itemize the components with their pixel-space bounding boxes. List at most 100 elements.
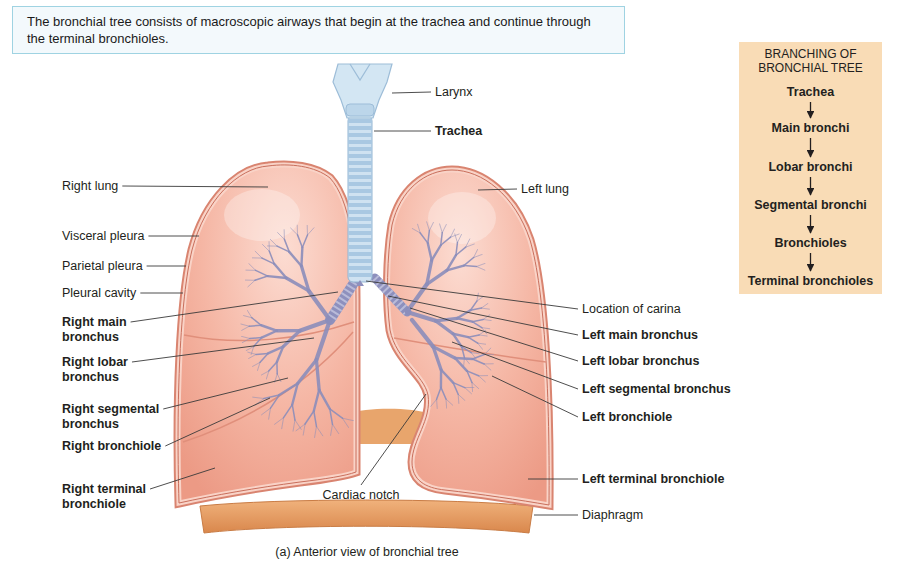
part-label: Cardiac notch bbox=[322, 488, 399, 503]
bronchiole-branch bbox=[472, 355, 484, 359]
branching-panel: BRANCHING OF BRONCHIAL TREE TracheaMain b… bbox=[739, 42, 882, 294]
leader-line bbox=[147, 266, 186, 267]
bronchiole-branch bbox=[242, 339, 250, 343]
bronchiole-branch bbox=[431, 399, 437, 406]
bronchiole-branch bbox=[482, 328, 490, 329]
larynx-illustration bbox=[333, 64, 392, 118]
bronchiole-branch bbox=[436, 399, 438, 408]
left-lung bbox=[388, 170, 550, 505]
bronchiole-branch bbox=[476, 263, 485, 266]
step-text: Lobar bronchi bbox=[739, 159, 882, 175]
bronchiole-branch bbox=[307, 225, 308, 235]
step-text: Main bronchi bbox=[739, 120, 882, 136]
leader-line bbox=[410, 308, 578, 361]
bronchiole-branch bbox=[436, 321, 453, 334]
bronchiole-branch bbox=[330, 409, 333, 424]
lung-fissure bbox=[394, 338, 546, 362]
leader-line bbox=[132, 338, 314, 362]
panel-heading: BRANCHING OF BRONCHIAL TREE bbox=[743, 47, 878, 75]
bronchiole-branch bbox=[253, 397, 264, 398]
part-label: Right lobar bronchus bbox=[62, 355, 142, 385]
part-label: Right main bronchus bbox=[62, 315, 142, 345]
bronchiole-branch bbox=[269, 251, 274, 264]
branch-step: Lobar bronchi bbox=[739, 159, 882, 175]
bronchiole-branch bbox=[457, 234, 461, 242]
bronchiole-branch bbox=[458, 394, 465, 400]
bronchiole-branch bbox=[331, 424, 333, 435]
bronchiole-branch bbox=[481, 303, 488, 308]
lung-highlight bbox=[428, 192, 496, 244]
bronchiole-branch bbox=[284, 230, 285, 240]
bronchiole-branch bbox=[249, 324, 261, 326]
leader-line bbox=[361, 394, 426, 485]
leader-line bbox=[131, 292, 338, 322]
bronchiole-branch bbox=[301, 266, 308, 291]
bronchiole-branch bbox=[269, 408, 271, 419]
bronchiole-branch bbox=[319, 390, 330, 409]
part-label: Pleural cavity bbox=[62, 286, 136, 301]
bronchiole-branch bbox=[437, 387, 441, 399]
part-label: Right segmental bronchus bbox=[62, 402, 174, 432]
bronchiole-branch bbox=[481, 308, 489, 309]
visceral-pleura-outline bbox=[178, 165, 356, 503]
bronchiole-branch bbox=[297, 225, 298, 235]
part-label: Left segmental bronchus bbox=[582, 382, 731, 397]
bronchiole-branch bbox=[468, 337, 477, 343]
bronchiole-branch bbox=[467, 371, 472, 383]
bronchiole-branch bbox=[249, 354, 257, 358]
part-label: Left terminal bronchiole bbox=[582, 472, 724, 487]
part-label: Left main bronchus bbox=[582, 328, 698, 343]
bronchiole-branch bbox=[262, 244, 269, 251]
bronchiole-branch bbox=[309, 291, 330, 320]
bronchiole-branch bbox=[278, 233, 285, 240]
bronchiole-branch bbox=[456, 247, 466, 255]
thyroid-cartilage bbox=[333, 64, 392, 118]
leader-line bbox=[140, 293, 183, 294]
bronchiole-branch bbox=[484, 364, 491, 370]
bronchiole-branch bbox=[261, 371, 269, 375]
bronchiole-branch bbox=[472, 322, 481, 328]
bronchiole-branch bbox=[300, 247, 303, 266]
bronchiole-branch bbox=[305, 411, 314, 424]
bronchiole-branch bbox=[429, 222, 433, 230]
bronchiole-branch bbox=[261, 325, 277, 331]
bronchiole-branch bbox=[476, 267, 484, 271]
bronchiole-branch bbox=[427, 270, 447, 284]
bronchiole-branch bbox=[428, 231, 430, 244]
bronchiole-branch bbox=[307, 228, 313, 235]
bronchiole-branch bbox=[445, 399, 447, 408]
bronchiole-branch bbox=[277, 329, 300, 332]
bronchiole-branch bbox=[267, 245, 277, 246]
bronchiole-branch bbox=[478, 343, 483, 349]
note-box: The bronchial tree consists of macroscop… bbox=[12, 6, 625, 54]
leader-line bbox=[528, 479, 578, 480]
step-text: Bronchioles bbox=[739, 235, 882, 251]
bronchiole-branch bbox=[432, 245, 441, 260]
bronchiole-branch bbox=[412, 320, 433, 347]
bronchiole-branch bbox=[447, 266, 464, 271]
bronchiole-branch bbox=[262, 331, 277, 338]
bronchiole-branch bbox=[478, 343, 486, 344]
bronchiole-branch bbox=[428, 243, 432, 260]
bronchiole-branch bbox=[418, 224, 421, 233]
right-lung bbox=[178, 165, 356, 503]
bronchiole-branch bbox=[471, 353, 479, 354]
bronchiole-branch bbox=[296, 424, 305, 431]
bronchiole-branch bbox=[442, 224, 446, 232]
parietal-pleura-outline bbox=[388, 170, 550, 505]
leader-line bbox=[374, 131, 431, 132]
bronchiole-branch bbox=[298, 360, 317, 384]
branch-step: Trachea bbox=[739, 84, 882, 100]
trachea-tube bbox=[348, 116, 372, 282]
flow-arrow bbox=[810, 253, 811, 271]
bronchiole-branch bbox=[302, 235, 307, 247]
bronchiole-branch bbox=[249, 264, 256, 271]
bronchiole-branch bbox=[315, 426, 317, 437]
bronchiole-branch bbox=[458, 394, 460, 403]
bronchiole-branch bbox=[245, 280, 255, 281]
bronchiole-branch bbox=[282, 418, 284, 429]
bronchiole-branch bbox=[342, 418, 348, 427]
part-label: Parietal pleura bbox=[62, 259, 143, 274]
bronchiole-branch bbox=[248, 280, 255, 287]
bronchiole-branch bbox=[292, 405, 295, 420]
